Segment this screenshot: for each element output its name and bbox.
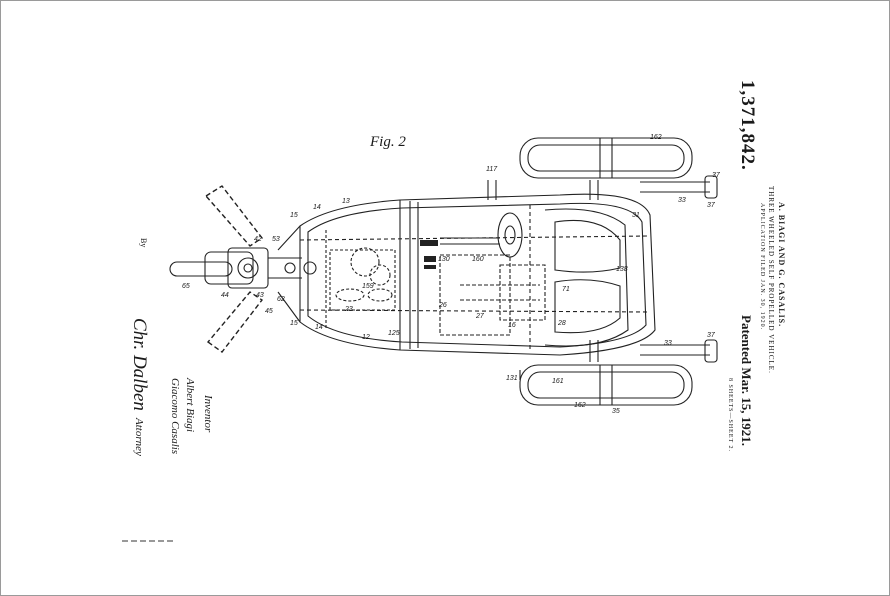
reference-numeral: 138 xyxy=(616,266,628,273)
mechanism xyxy=(439,254,546,336)
reference-numeral: 31 xyxy=(632,212,640,219)
signature-underline xyxy=(122,540,176,542)
seat-compartment xyxy=(529,205,629,350)
reference-numeral: 26 xyxy=(439,302,447,309)
frame-arms xyxy=(277,180,521,380)
reference-numeral: 13 xyxy=(342,198,350,205)
reference-numeral: 117 xyxy=(486,166,498,173)
reference-numeral: 35 xyxy=(612,408,620,415)
reference-numeral: 37 xyxy=(707,202,715,209)
application-filed: APPLICATION FILED JAN. 30, 1920. xyxy=(759,203,765,331)
figure-label: Fig. 2 xyxy=(370,134,406,150)
reference-numeral: 162 xyxy=(650,134,662,141)
steering-wheel xyxy=(440,212,523,258)
reference-numeral: 44 xyxy=(221,292,229,299)
reference-numeral: 15 xyxy=(290,320,298,327)
inventor-name-1: Albert Biagi xyxy=(184,378,196,433)
inventors-heading: A. BIAGI AND G. CASALIS. xyxy=(777,202,786,328)
sheet-count: 8 SHEETS—SHEET 2. xyxy=(727,378,733,453)
hatched-parts xyxy=(420,240,438,269)
reference-numeral: 33 xyxy=(664,340,672,347)
reference-numeral: 15 xyxy=(290,212,298,219)
attorney-label: Attorney xyxy=(133,418,145,456)
reference-numeral: 37 xyxy=(707,332,715,339)
reference-numeral: 162 xyxy=(574,402,586,409)
reference-numeral: 14 xyxy=(313,204,321,211)
reference-numeral: 65 xyxy=(182,283,190,290)
reference-numeral: 159 xyxy=(362,283,374,290)
reference-numeral: 130 xyxy=(438,256,450,263)
reference-numeral: 12 xyxy=(362,334,370,341)
reference-numeral: 131 xyxy=(506,375,518,382)
reference-numeral: 33 xyxy=(678,197,686,204)
reference-numeral: 160 xyxy=(472,256,484,263)
reference-numeral: 42 xyxy=(254,236,262,243)
inventor-name-2: Giacomo Casalis xyxy=(169,378,181,455)
reference-numeral: 53 xyxy=(272,236,280,243)
reference-numeral: 14 xyxy=(315,324,323,331)
reference-numeral: 71 xyxy=(562,286,570,293)
rear-wheel-bottom xyxy=(519,339,718,406)
rear-wheel-top xyxy=(519,137,718,200)
handlebar-outline xyxy=(204,185,264,353)
reference-numeral: 28 xyxy=(558,320,566,327)
by-label: By xyxy=(139,238,148,248)
attorney-signature: Chr. Dalben xyxy=(129,318,150,411)
reference-numeral: 161 xyxy=(552,378,564,385)
reference-numeral: 16 xyxy=(508,322,516,329)
patent-number: 1,371,842. xyxy=(737,80,758,171)
reference-numeral: 27 xyxy=(476,313,484,320)
patented-date: Patented Mar. 15, 1921. xyxy=(739,315,754,446)
reference-numeral: 125 xyxy=(388,330,400,337)
reference-numeral: 43 xyxy=(256,292,264,299)
front-wheel xyxy=(169,247,317,289)
reference-numeral: 23 xyxy=(345,306,353,313)
inventor-label: Inventor xyxy=(202,395,214,433)
patent-title: THREE WHEELED SELF PROPELLED VEHICLE. xyxy=(767,186,775,374)
reference-numeral: 45 xyxy=(265,308,273,315)
vehicle-body xyxy=(299,193,656,356)
reference-numeral: 62 xyxy=(277,296,285,303)
reference-numeral: 37 xyxy=(712,172,720,179)
